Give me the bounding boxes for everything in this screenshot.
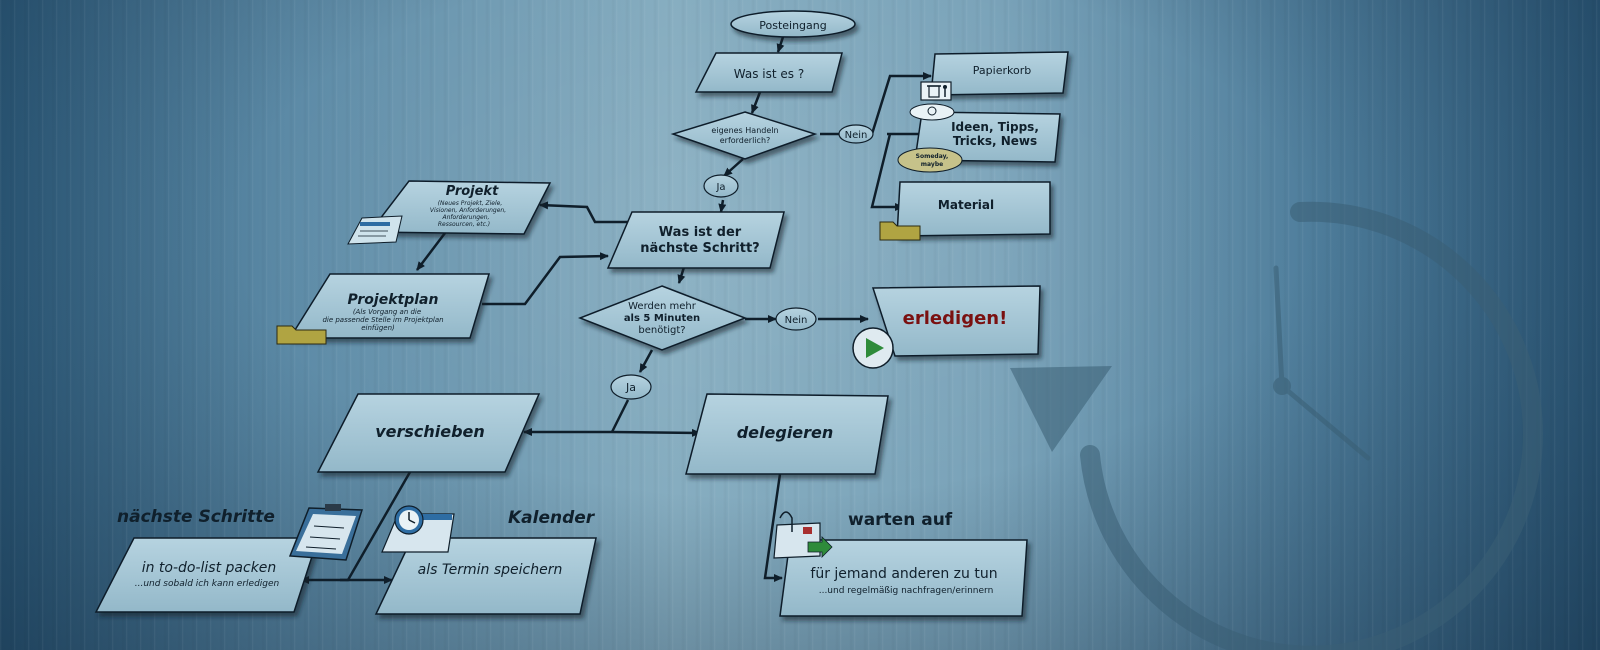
more-than-5min-decision: Werden mehr als 5 Minuten benötigt?	[577, 285, 748, 351]
next-steps-node: nächste Schritte in to-do-list packen ..…	[94, 504, 364, 613]
waiting-sub: ...und regelmäßig nachfragen/erinnern	[819, 586, 994, 596]
svg-text:Werden mehr: Werden mehr	[628, 301, 697, 312]
document-icon	[347, 215, 403, 245]
ideas-line2: Tricks, News	[953, 134, 1037, 148]
svg-text:(Als Vorgang an die: (Als Vorgang an die	[353, 308, 421, 316]
action-required-line2: erforderlich?	[720, 136, 771, 145]
calendar-node: Kalender als Termin speichern	[374, 505, 597, 615]
svg-text:die passende Stelle im Projekt: die passende Stelle im Projektplan	[322, 316, 443, 324]
svg-text:Anforderungen,: Anforderungen,	[442, 214, 490, 221]
postpone-node: verschieben	[316, 393, 541, 473]
material-label: Material	[938, 198, 994, 212]
postpone-label: verschieben	[375, 422, 485, 441]
clipboard-icon	[288, 504, 364, 561]
outbox-icon	[773, 511, 833, 559]
done-node: erledigen!	[852, 285, 1041, 369]
svg-text:Visionen, Anforderungen,: Visionen, Anforderungen,	[430, 207, 506, 214]
someday-cloud: Someday, maybe	[897, 147, 963, 173]
svg-text:Ressourcen, etc.): Ressourcen, etc.)	[438, 221, 490, 228]
delegate-node: delegieren	[685, 393, 889, 475]
yes-label-2: Ja	[610, 374, 652, 400]
what-is-it-node: Was ist es ?	[694, 52, 843, 93]
svg-text:Someday,: Someday,	[916, 153, 949, 160]
waiting-main: für jemand anderen zu tun	[810, 566, 997, 582]
clock-icon	[1010, 201, 1543, 650]
next-steps-title: nächste Schritte	[117, 507, 275, 527]
calendar-main: als Termin speichern	[418, 562, 563, 578]
ideas-line1: Ideen, Tipps,	[951, 120, 1039, 134]
action-required-decision: eigenes Handeln erforderlich?	[670, 111, 818, 160]
projectplan-title: Projektplan	[348, 292, 439, 308]
waiting-title: warten auf	[848, 510, 953, 530]
project-node: Projekt (Neues Projekt, Ziele, Visionen,…	[347, 180, 552, 245]
svg-text:Nein: Nein	[845, 130, 868, 141]
folder-icon	[879, 221, 921, 241]
svg-text:Ja: Ja	[625, 381, 636, 394]
action-required-line1: eigenes Handeln	[711, 126, 778, 135]
svg-text:Ja: Ja	[715, 182, 725, 193]
svg-text:benötigt?: benötigt?	[638, 325, 685, 336]
no-label-1: Nein	[838, 124, 874, 144]
bulb-cloud-icon	[909, 103, 955, 121]
material-node: Material	[879, 181, 1051, 241]
connectors	[300, 36, 932, 584]
calendar-title: Kalender	[508, 508, 596, 528]
svg-text:Nein: Nein	[785, 315, 808, 326]
project-title: Projekt	[446, 184, 499, 199]
todo-main: in to-do-list packen	[142, 560, 277, 576]
trash-icon	[920, 81, 952, 101]
svg-text:maybe: maybe	[921, 161, 943, 168]
svg-text:als 5 Minuten: als 5 Minuten	[624, 313, 700, 324]
delegate-label: delegieren	[737, 423, 834, 442]
trash-label: Papierkorb	[973, 64, 1031, 77]
waiting-node: warten auf für jemand anderen zu tun ...…	[773, 510, 1028, 617]
inbox-node: Posteingang	[730, 10, 856, 38]
projectplan-node: Projektplan (Als Vorgang an die die pass…	[276, 273, 491, 345]
next-step-node: Was ist der nächste Schritt?	[606, 211, 785, 269]
ideas-node: Ideen, Tipps, Tricks, News Someday, mayb…	[897, 103, 1061, 173]
svg-text:einfügen): einfügen)	[361, 324, 395, 332]
svg-text:(Neues Projekt, Ziele,: (Neues Projekt, Ziele,	[438, 200, 503, 207]
folder-icon	[276, 325, 327, 345]
no-label-2: Nein	[775, 307, 817, 331]
what-is-it-label: Was ist es ?	[734, 67, 804, 81]
trash-node: Papierkorb	[920, 51, 1069, 101]
next-step-line2: nächste Schritt?	[640, 241, 759, 256]
play-icon	[852, 327, 894, 369]
calendar-clock-icon	[381, 505, 455, 553]
done-label: erledigen!	[903, 308, 1008, 329]
yes-label-1: Ja	[703, 174, 739, 198]
inbox-label: Posteingang	[759, 19, 827, 32]
todo-sub: ...und sobald ich kann erledigen	[135, 579, 280, 589]
next-step-line1: Was ist der	[659, 225, 742, 240]
